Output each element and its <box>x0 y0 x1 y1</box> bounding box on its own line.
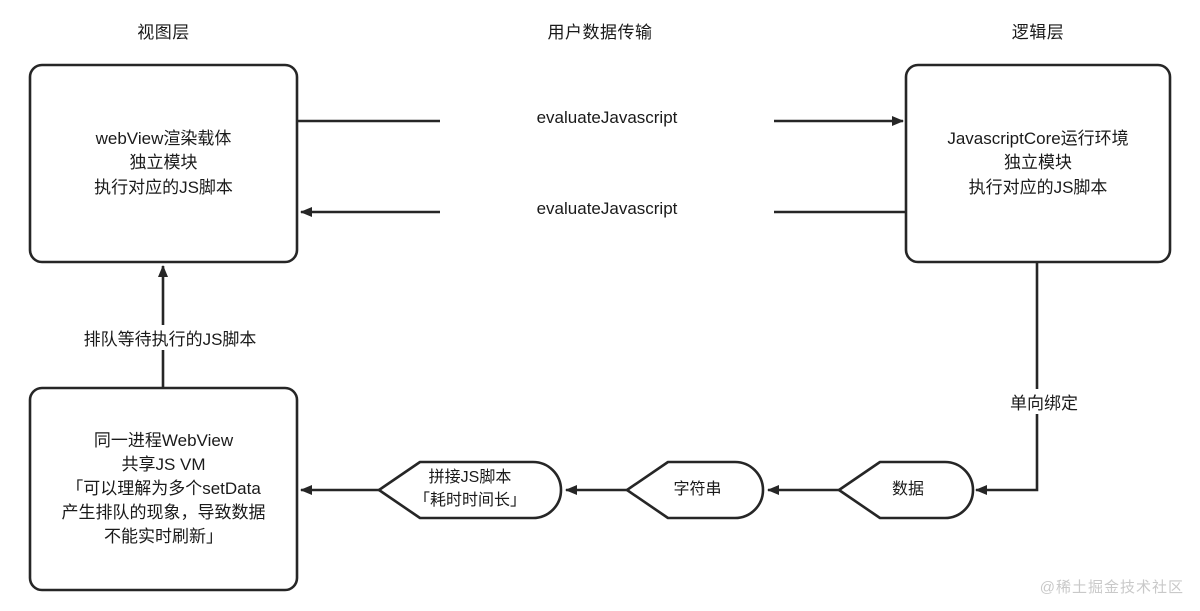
logic-layer-box-shape[interactable] <box>904 63 1172 264</box>
concat-script-hex-shape[interactable] <box>377 460 563 520</box>
edge-label-one-way-binding: 单向绑定 <box>975 389 1113 414</box>
edge-label-queue-to-view: 排队等待执行的JS脚本 <box>33 325 307 350</box>
edge-label-logic-to-view: evaluateJavascript <box>440 199 774 219</box>
data-hex-shape[interactable] <box>837 460 975 520</box>
view-layer-box-shape[interactable] <box>28 63 299 264</box>
string-hex-shape[interactable] <box>625 460 765 520</box>
title-user-data-transfer: 用户数据传输 <box>547 23 653 42</box>
watermark: @稀土掘金技术社区 <box>1039 579 1184 596</box>
title-view-layer: 视图层 <box>137 23 190 42</box>
webview-process-box-shape[interactable] <box>28 386 299 592</box>
connector-one-way-binding <box>975 262 1039 495</box>
edge-label-view-to-logic: evaluateJavascript <box>440 108 774 128</box>
title-logic-layer: 逻辑层 <box>1011 23 1065 42</box>
